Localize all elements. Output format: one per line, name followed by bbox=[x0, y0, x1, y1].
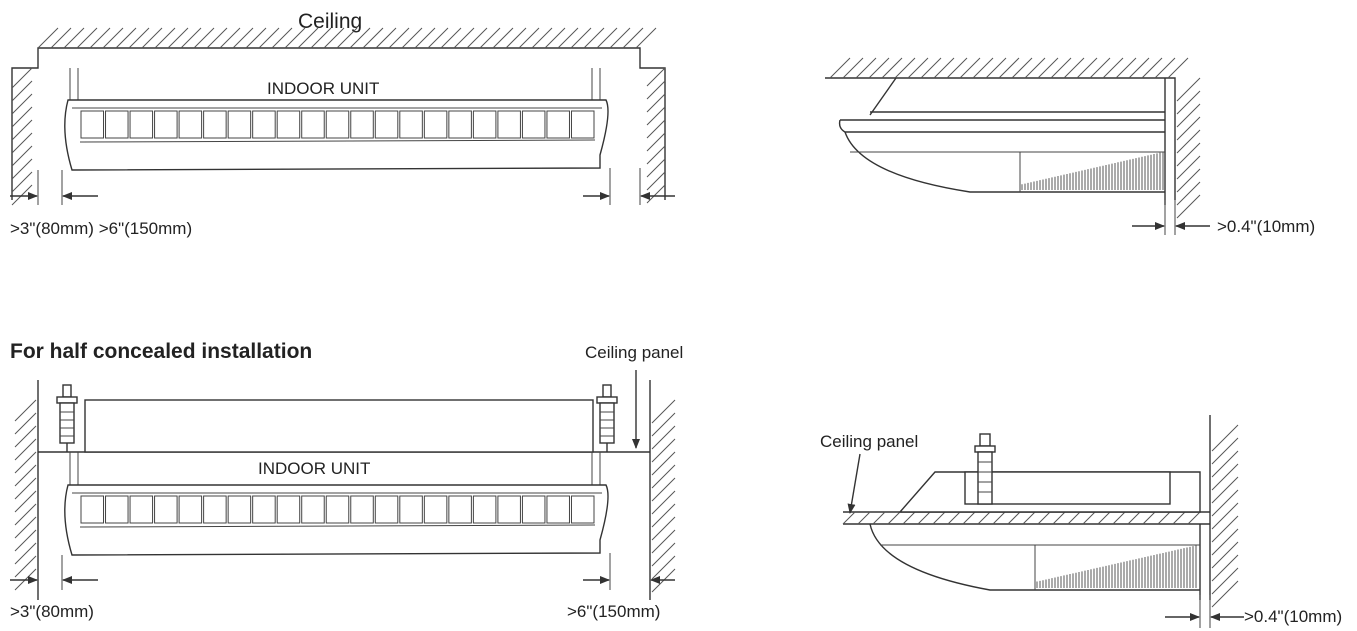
right-clearance-label: >6"(150mm) bbox=[567, 602, 660, 621]
clearance-label: >0.4"(10mm) bbox=[1217, 217, 1315, 236]
ceiling-panel-hatch bbox=[842, 511, 1201, 525]
ceiling-wall-outline bbox=[825, 77, 1176, 200]
half-concealed-front-diagram: For half concealed installation Ceiling … bbox=[10, 340, 683, 621]
concealed-unit-top bbox=[84, 399, 594, 453]
half-concealed-side-diagram: Ceiling panel >0. bbox=[820, 415, 1342, 628]
air-grille bbox=[80, 110, 595, 139]
hanger-bolt bbox=[56, 384, 78, 452]
hanger-bolt bbox=[596, 384, 618, 452]
ceiling-outline bbox=[11, 47, 666, 200]
air-grille bbox=[80, 495, 595, 524]
ceiling-hatch bbox=[829, 57, 1189, 79]
wall-hatch bbox=[1211, 424, 1239, 608]
clearance-label: >0.4"(10mm) bbox=[1244, 607, 1342, 626]
side-view-diagram: >0.4"(10mm) bbox=[825, 57, 1315, 236]
indoor-unit-label: INDOOR UNIT bbox=[267, 79, 379, 98]
ceiling-panel-label: Ceiling panel bbox=[820, 432, 918, 451]
half-concealed-heading: For half concealed installation bbox=[10, 340, 312, 363]
ceiling-panel-label: Ceiling panel bbox=[585, 343, 683, 362]
indoor-unit-body bbox=[64, 99, 609, 171]
right-wall-hatch bbox=[646, 67, 666, 204]
wall-hatch bbox=[1176, 77, 1201, 219]
left-clearance-label: >3"(80mm) bbox=[10, 602, 94, 621]
left-wall-hatch bbox=[11, 67, 33, 206]
indoor-unit-body bbox=[64, 484, 609, 556]
indoor-unit-label: INDOOR UNIT bbox=[258, 459, 370, 478]
right-wall-hatch bbox=[651, 399, 676, 593]
unit-side-profile bbox=[869, 523, 1200, 591]
unit-side-profile bbox=[844, 131, 1165, 193]
air-vanes bbox=[1021, 152, 1164, 190]
front-view-diagram: Ceiling INDOOR UNIT >3"(80mm) >6"(150mm) bbox=[10, 10, 675, 238]
hanger-bolt bbox=[974, 433, 996, 505]
left-wall-hatch bbox=[14, 399, 37, 591]
ceiling-label: Ceiling bbox=[298, 10, 362, 33]
clearance-label: >3"(80mm) >6"(150mm) bbox=[10, 219, 192, 238]
air-vanes bbox=[1036, 545, 1197, 588]
ceiling-hatch bbox=[37, 27, 657, 49]
ceiling-panel-arrow bbox=[847, 453, 861, 514]
